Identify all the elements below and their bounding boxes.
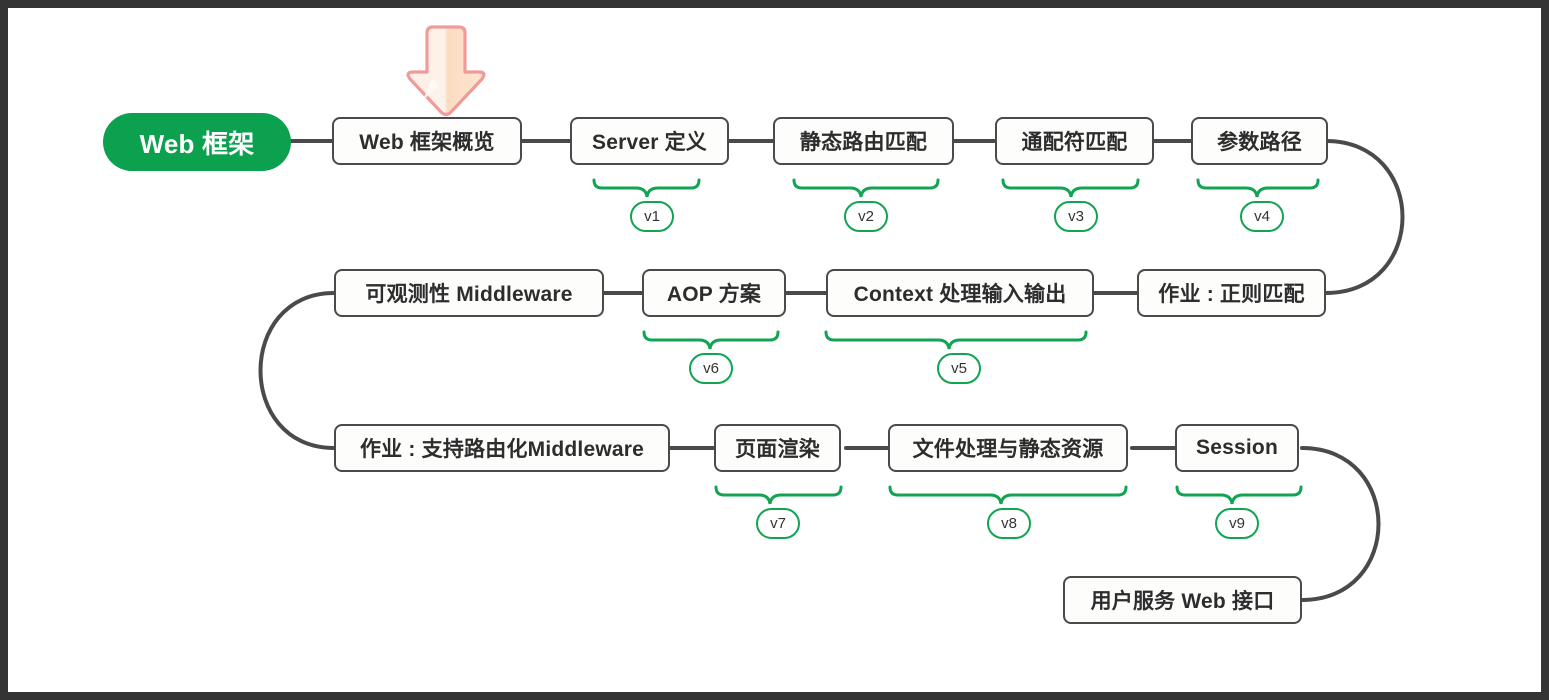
version-tag-v9[interactable]: v9 (1215, 508, 1259, 539)
node-aop-solution[interactable]: AOP 方案 (642, 269, 786, 317)
diagram-frame: Web 框架 Web 框架概览 Server 定义 v1 静态路由匹配 v2 通… (8, 8, 1541, 692)
brace-v3 (1001, 178, 1140, 198)
version-tag-v3[interactable]: v3 (1054, 201, 1098, 232)
node-server-definition[interactable]: Server 定义 (570, 117, 729, 165)
node-label: 静态路由匹配 (799, 131, 928, 154)
version-tag-label: v4 (1254, 208, 1270, 225)
brace-v2 (792, 178, 940, 198)
connector-layer (258, 139, 1405, 602)
node-homework-regex-match[interactable]: 作业 : 正则匹配 (1137, 269, 1326, 317)
version-tag-label: v2 (858, 208, 874, 225)
node-file-and-static-resources[interactable]: 文件处理与静态资源 (888, 424, 1128, 472)
version-tag-label: v5 (951, 360, 967, 377)
root-node[interactable]: Web 框架 (103, 113, 291, 171)
root-node-label: Web 框架 (139, 128, 255, 159)
node-observability-middleware[interactable]: 可观测性 Middleware (334, 269, 604, 317)
link-wrap-row2-row3 (258, 291, 336, 450)
version-tag-v5[interactable]: v5 (937, 353, 981, 384)
node-session[interactable]: Session (1175, 424, 1299, 472)
version-tag-v2[interactable]: v2 (844, 201, 888, 232)
version-tag-label: v3 (1068, 208, 1084, 225)
node-label: 页面渲染 (735, 438, 820, 461)
node-label: 作业 : 支持路由化Middleware (359, 438, 645, 461)
link-wrap-row1-row2 (1324, 139, 1405, 295)
node-label: 参数路径 (1217, 131, 1302, 154)
node-web-framework-overview[interactable]: Web 框架概览 (332, 117, 522, 165)
node-homework-routed-middleware[interactable]: 作业 : 支持路由化Middleware (334, 424, 670, 472)
node-label: 文件处理与静态资源 (912, 438, 1104, 461)
node-label: AOP 方案 (666, 283, 762, 306)
brace-v4 (1196, 178, 1320, 198)
brace-v5 (824, 330, 1088, 350)
node-label: Web 框架概览 (359, 131, 495, 154)
node-user-service-web-api[interactable]: 用户服务 Web 接口 (1063, 576, 1302, 624)
version-tag-label: v1 (644, 208, 660, 225)
node-label: Server 定义 (591, 131, 708, 154)
down-arrow-icon (406, 25, 486, 117)
node-label: 可观测性 Middleware (365, 283, 573, 306)
brace-v1 (592, 178, 701, 198)
version-tag-label: v7 (770, 515, 786, 532)
brace-v9 (1175, 485, 1303, 505)
node-param-path[interactable]: 参数路径 (1191, 117, 1328, 165)
node-label: Session (1196, 436, 1278, 459)
version-tag-label: v9 (1229, 515, 1245, 532)
node-static-route-match[interactable]: 静态路由匹配 (773, 117, 954, 165)
brace-v7 (714, 485, 843, 505)
link-wrap-row3-row4 (1300, 446, 1381, 602)
version-tag-label: v6 (703, 360, 719, 377)
version-tag-v4[interactable]: v4 (1240, 201, 1284, 232)
node-label: 用户服务 Web 接口 (1090, 590, 1275, 613)
node-label: 作业 : 正则匹配 (1158, 283, 1305, 306)
node-label: Context 处理输入输出 (853, 283, 1067, 306)
node-page-render[interactable]: 页面渲染 (714, 424, 841, 472)
brace-v6 (642, 330, 780, 350)
diagram-canvas: Web 框架 Web 框架概览 Server 定义 v1 静态路由匹配 v2 通… (8, 8, 1541, 692)
brace-v8 (888, 485, 1128, 505)
version-tag-v7[interactable]: v7 (756, 508, 800, 539)
version-tag-label: v8 (1001, 515, 1017, 532)
version-tag-v8[interactable]: v8 (987, 508, 1031, 539)
node-context-io[interactable]: Context 处理输入输出 (826, 269, 1094, 317)
version-tag-v6[interactable]: v6 (689, 353, 733, 384)
node-wildcard-match[interactable]: 通配符匹配 (995, 117, 1154, 165)
version-tag-v1[interactable]: v1 (630, 201, 674, 232)
node-label: 通配符匹配 (1021, 131, 1128, 154)
